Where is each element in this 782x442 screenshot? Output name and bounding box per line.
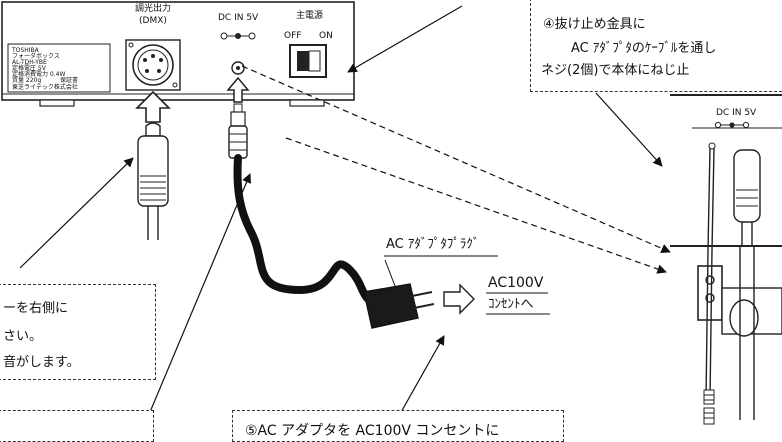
nameplate-line-1: TOSHIBA [12, 47, 39, 54]
note-dmx-line-3: 音がします。 [3, 355, 80, 370]
note-step5-line-1: ⑤AC アダプタを AC100V コンセントに [245, 423, 500, 439]
ac-adapter [363, 259, 435, 329]
dashed-projection-bottom [285, 137, 667, 274]
pointer-adapter [399, 335, 445, 415]
nameplate-line-3: AL-TDH-YBE [12, 59, 47, 66]
up-arrow-dmx [135, 90, 171, 123]
note-dmx-line-1: ーを右側に [3, 301, 69, 316]
nameplate-line-4: 定格電圧 5V [12, 65, 46, 72]
connection-diagram [1, 1, 782, 425]
nameplate [7, 43, 111, 93]
note-step5: ⑤AC アダプタを AC100V コンセントに [232, 410, 564, 442]
note-bottom-left [0, 410, 154, 442]
dc-plug [228, 103, 248, 159]
pointer-dc-plug [149, 173, 252, 413]
power-switch [289, 44, 327, 78]
xlr-plug [137, 122, 169, 240]
pointer-xlr [19, 157, 134, 269]
power-label: 主電源 [296, 11, 324, 21]
dmx-label: 調光出力 (DMX) [134, 4, 171, 26]
note-dmx: ーを右側に さい。 音がします。 [0, 284, 156, 380]
note-dmx-line-2: さい。 [3, 329, 43, 344]
up-arrow-dc [226, 76, 250, 103]
nameplate-line-6: 質量 220g [12, 77, 42, 84]
nameplate-line-7: 保証書 [60, 77, 79, 84]
adapter-cable [233, 154, 382, 308]
dc-in-jack [220, 32, 256, 75]
note-step4: ④抜け止め金具に AC ｱﾀﾞﾌﾟﾀのｹｰﾌﾞﾙを通し ネジ(2個)で本体にねじ… [530, 0, 782, 92]
outlet-label-2: ｺﾝｾﾝﾄへ [488, 297, 534, 312]
nameplate-line-2: フォーダボックス [12, 53, 60, 60]
detail-dc-in-label: DC IN 5V [716, 108, 757, 118]
on-label: ON [319, 31, 333, 41]
note-step4-line-2: AC ｱﾀﾞﾌﾟﾀのｹｰﾌﾞﾙを通し [571, 41, 717, 56]
nameplate-line-5: 定格消費電力 0.4W [12, 71, 66, 78]
pointer-power-switch [347, 5, 463, 73]
detail-view [670, 94, 782, 425]
off-label: OFF [284, 31, 302, 41]
outlet-label-1: AC100V [488, 275, 544, 291]
adapter-plug-label: AC ｱﾀﾞﾌﾟﾀﾌﾟﾗｸﾞ [386, 237, 480, 252]
dmx-connector [125, 39, 181, 91]
dashed-projection-top [241, 65, 671, 253]
note-step4-line-1: ④抜け止め金具に [543, 17, 646, 32]
right-arrow-outlet [443, 283, 475, 315]
pointer-detail [595, 92, 663, 167]
nameplate-line-8: 東芝ライテック株式会社 [12, 84, 78, 91]
note-step4-line-3: ネジ(2個)で本体にねじ止 [541, 63, 690, 78]
dc-in-label: DC IN 5V [218, 13, 259, 23]
